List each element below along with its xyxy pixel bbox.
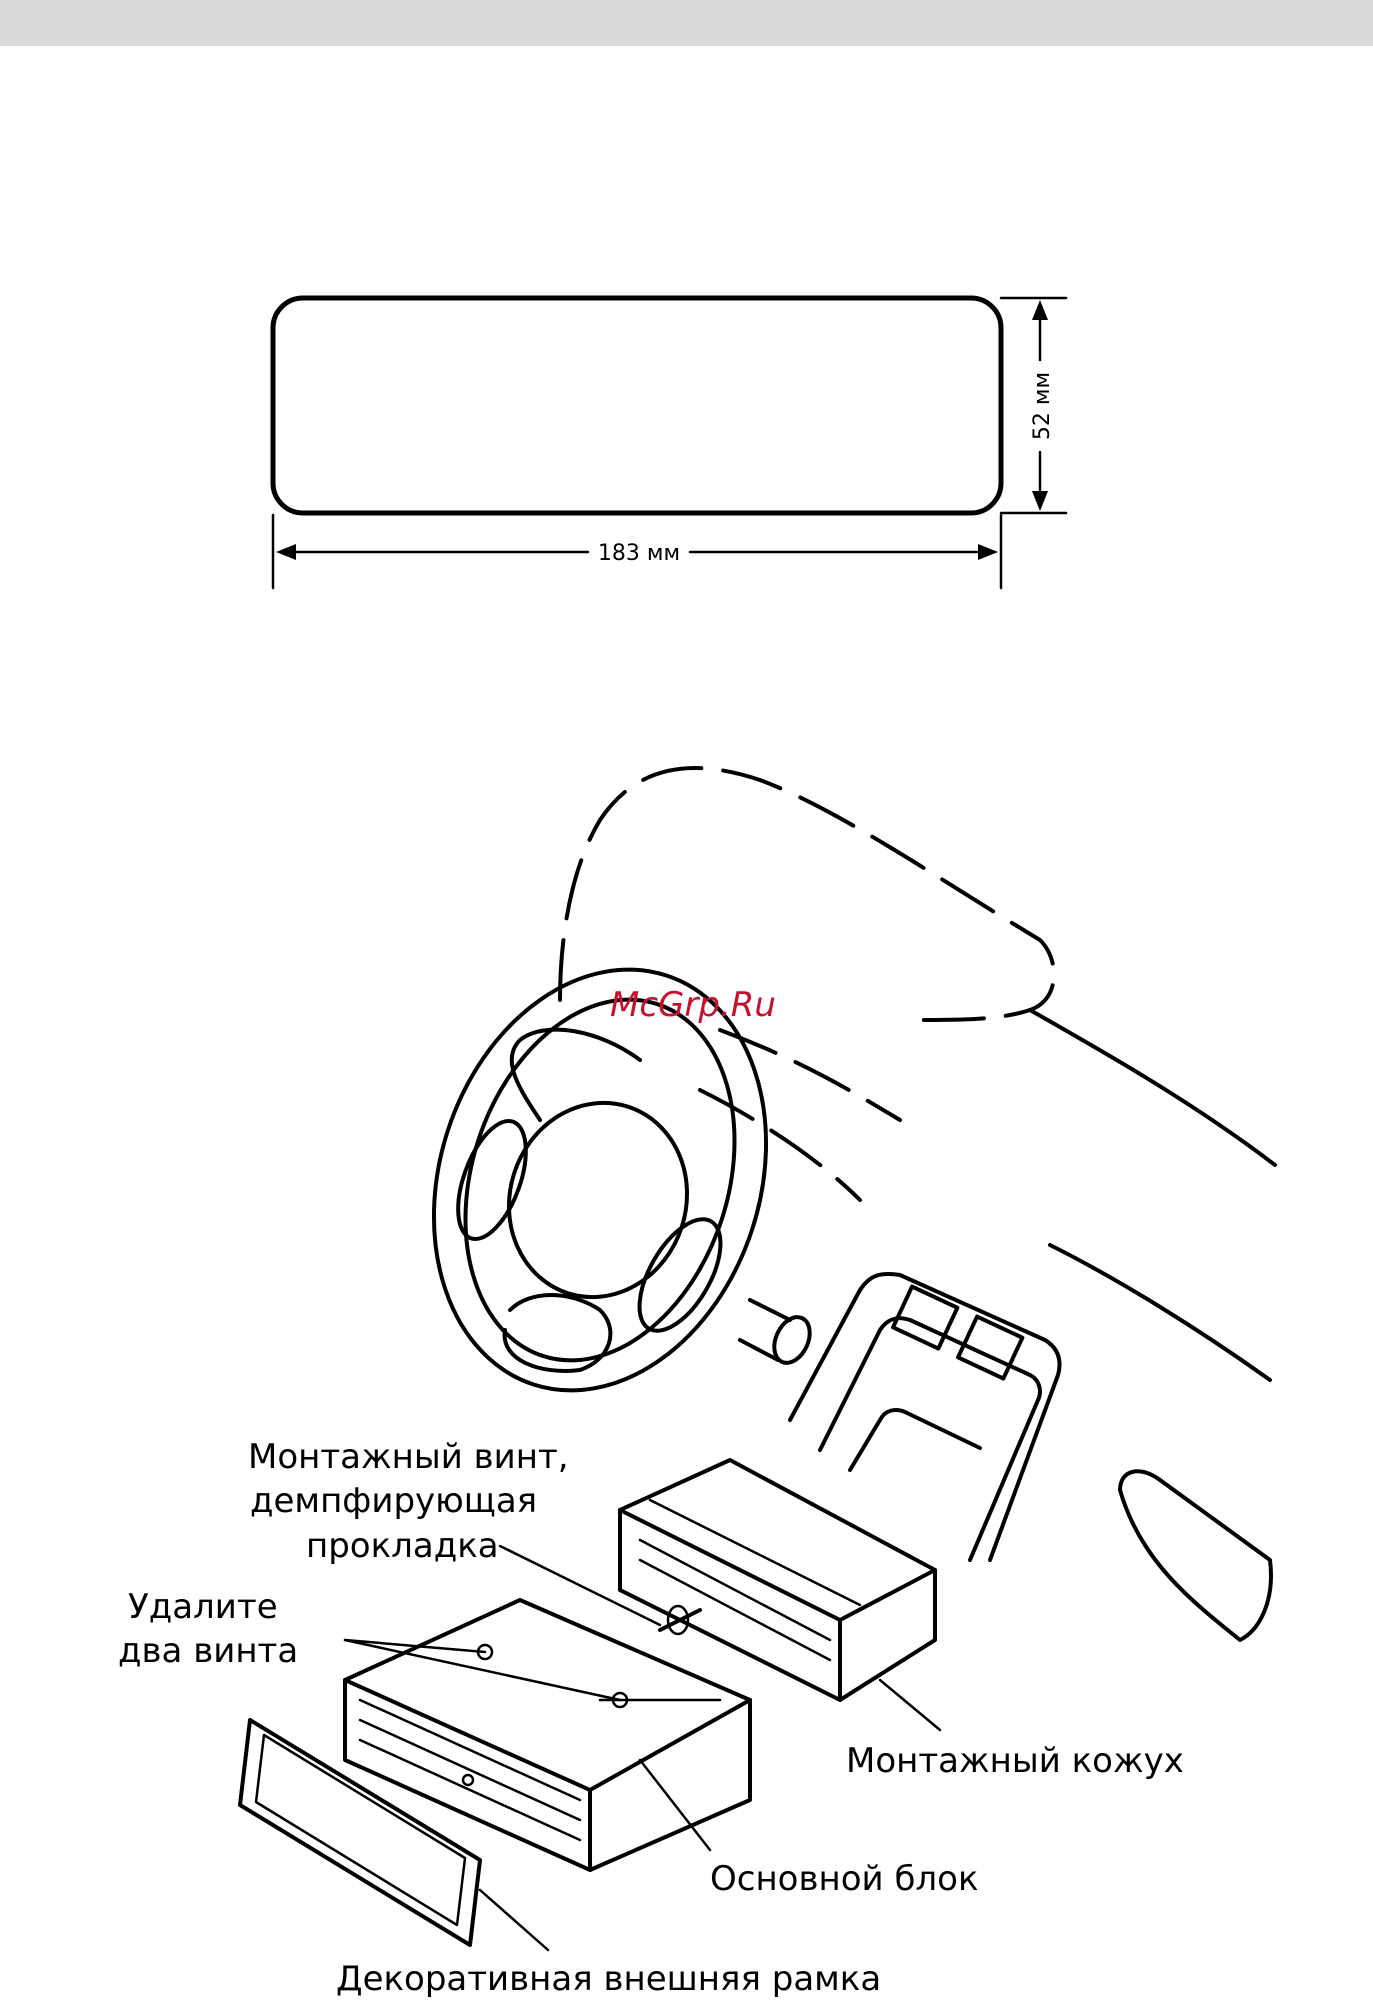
dash-inner-1 xyxy=(720,1030,900,1120)
watermark-text: McGrp.Ru xyxy=(610,985,776,1025)
label-screw-line3: прокладка xyxy=(306,1526,499,1566)
leader-frame xyxy=(480,1890,548,1950)
dashboard-line-right xyxy=(1030,1010,1275,1165)
label-remove-line2: два винта xyxy=(118,1631,298,1671)
label-frame: Декоративная внешняя рамка xyxy=(336,1959,881,1999)
label-remove-line1: Удалите xyxy=(128,1587,278,1627)
dash-inner-2 xyxy=(700,1090,860,1200)
width-arrow-right xyxy=(978,544,998,560)
height-arrow-bottom xyxy=(1032,491,1048,511)
label-main-unit: Основной блок xyxy=(710,1859,979,1899)
leader-remove-2 xyxy=(345,1640,620,1700)
label-sleeve: Монтажный кожух xyxy=(846,1741,1184,1781)
decorative-frame xyxy=(240,1720,480,1945)
height-arrow-top xyxy=(1032,300,1048,320)
leader-main-unit xyxy=(640,1760,710,1850)
dashboard-top-contour xyxy=(560,768,1054,1020)
label-screw-line2: демпфирующая xyxy=(250,1481,537,1521)
label-screw-line1: Монтажный винт, xyxy=(248,1437,569,1477)
center-console xyxy=(790,1274,1271,1640)
cutout-rectangle xyxy=(273,298,1001,513)
width-dimension-label: 183 мм xyxy=(598,541,680,566)
height-dimension-label: 52 мм xyxy=(1030,372,1055,440)
steering-column xyxy=(740,1300,817,1369)
leader-screw xyxy=(500,1546,660,1625)
leader-sleeve xyxy=(880,1680,940,1730)
width-arrow-left xyxy=(276,544,296,560)
dimension-drawing: 52 мм 183 мм xyxy=(273,298,1066,588)
dashboard-line-right-2 xyxy=(1050,1245,1270,1380)
leader-remove-1 xyxy=(345,1640,485,1652)
main-unit xyxy=(345,1600,750,1870)
